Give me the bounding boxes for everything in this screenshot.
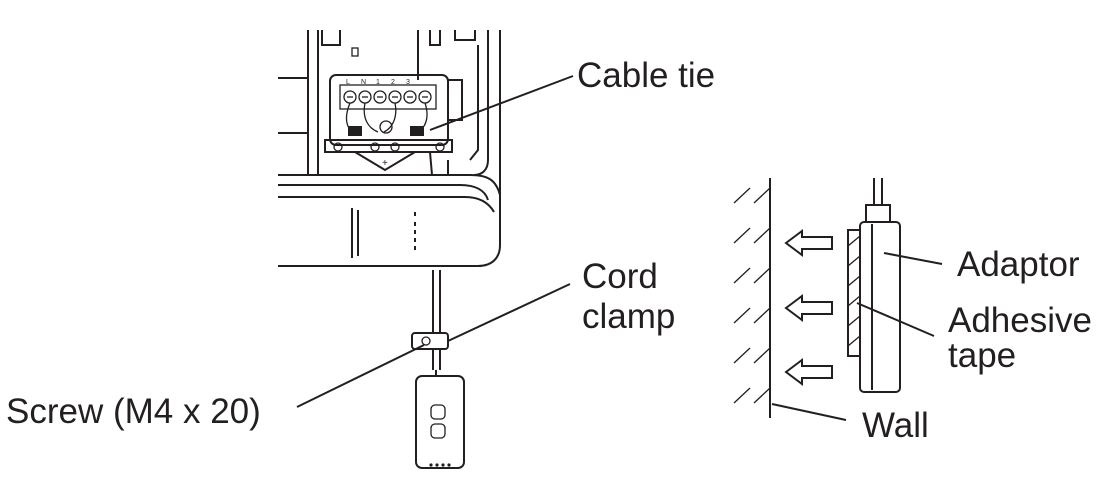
leader-lines	[296, 75, 943, 421]
cord-assembly	[411, 270, 465, 469]
terminal-mark-3: 3	[406, 79, 410, 86]
cable-tie-left	[348, 126, 362, 136]
label-adhesive-tape-line1: Adhesive	[948, 301, 1092, 340]
adaptor-front	[415, 375, 465, 469]
adaptor-side	[859, 221, 901, 393]
callout-labels: Cable tie Cord clamp Screw (M4 x 20) Ada…	[6, 56, 1092, 445]
label-cable-tie: Cable tie	[577, 56, 715, 95]
terminal-screws	[343, 90, 432, 104]
label-cord-clamp-line2: clamp	[582, 297, 675, 336]
terminal-mark-1: 1	[376, 79, 380, 86]
terminal-mark-n: N	[361, 79, 366, 86]
label-adhesive-tape-line2: tape	[948, 336, 1016, 375]
terminal-markings: L N 1 2 3	[346, 79, 410, 86]
terminal-mark-l: L	[346, 79, 350, 86]
cable-tie-right	[410, 126, 424, 136]
push-arrows	[784, 229, 833, 386]
label-screw: Screw (M4 x 20)	[6, 392, 261, 431]
label-cord-clamp-line1: Cord	[582, 257, 658, 296]
wall-mount-side-view	[733, 178, 901, 418]
label-wall: Wall	[862, 406, 929, 445]
wall-hatch	[733, 187, 771, 404]
indoor-unit: L N 1 2 3 +	[278, 30, 501, 267]
screw-head	[421, 336, 431, 346]
label-adaptor: Adaptor	[957, 245, 1080, 284]
tape-hatch	[847, 235, 861, 347]
plus-mark: +	[382, 158, 388, 169]
terminal-mark-2: 2	[391, 79, 395, 86]
